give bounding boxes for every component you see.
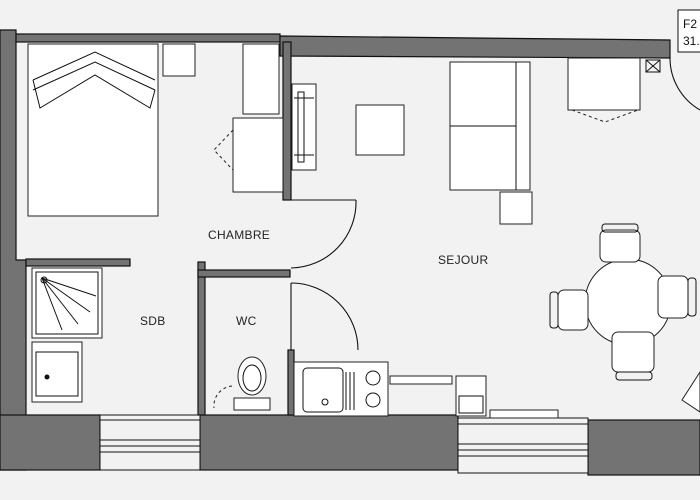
apartment-type-line2: 31.	[683, 34, 700, 48]
windows	[99, 414, 589, 474]
room-label-sdb: SDB	[140, 314, 166, 328]
wc-right-wall	[287, 349, 295, 416]
armchair	[681, 371, 700, 413]
wardrobe	[242, 43, 280, 115]
coffee-table	[355, 104, 405, 156]
apartment-type-label: F2 31.	[677, 9, 700, 53]
bottom-wall-segment-2	[199, 414, 459, 471]
chair-right	[657, 275, 689, 319]
chair-bottom	[611, 331, 655, 373]
top-wall-living	[279, 35, 671, 59]
bedroom-living-partition	[282, 41, 292, 201]
wc-top-wall	[197, 269, 291, 278]
bottom-wall-segment-3	[587, 419, 700, 476]
bathroom-sink	[31, 341, 83, 403]
doors	[290, 57, 700, 351]
wc-fixtures	[213, 356, 271, 411]
room-label-wc: WC	[236, 314, 257, 328]
desk	[232, 117, 284, 193]
chair-top	[599, 229, 641, 263]
living-furniture	[291, 57, 700, 413]
chair-left	[557, 289, 589, 331]
bottom-wall-segment-1	[0, 414, 101, 471]
room-label-chambre: CHAMBRE	[208, 228, 270, 242]
room-label-sejour: SEJOUR	[438, 253, 489, 267]
wc-left-wall	[197, 261, 206, 416]
hob-ring	[365, 370, 381, 386]
kitchen-sink	[302, 367, 344, 413]
tv-unit	[567, 57, 641, 111]
bed	[27, 43, 159, 217]
kitchen-fixtures	[293, 361, 559, 419]
bathroom-fixtures	[31, 267, 103, 403]
nightstand	[162, 43, 196, 77]
bedroom-furniture	[27, 43, 284, 217]
room-labels: CHAMBRE SEJOUR SDB WC	[140, 228, 489, 328]
apartment-type-line1: F2	[683, 17, 697, 31]
kitchen-counter	[293, 361, 389, 417]
top-wall-bedroom	[15, 33, 281, 43]
toilet	[237, 356, 267, 396]
bathroom-top-wall	[25, 258, 131, 267]
ottoman	[499, 191, 533, 225]
